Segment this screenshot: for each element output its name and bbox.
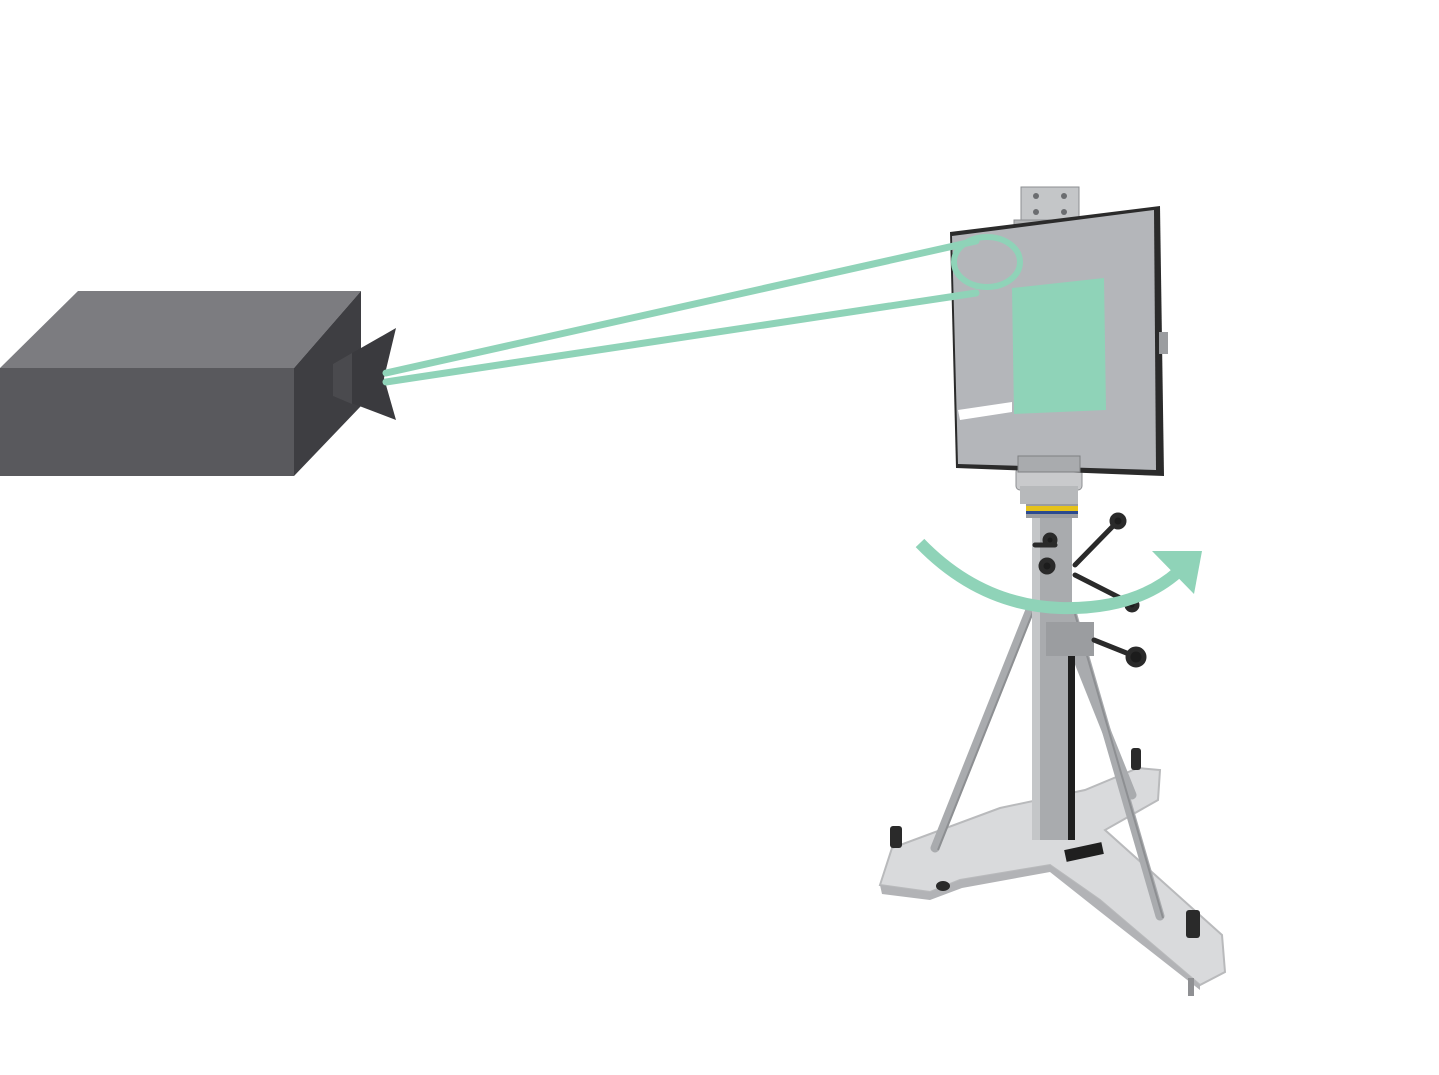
rotation-arc	[915, 538, 1182, 615]
stand-nameplate	[1064, 842, 1104, 862]
rotation-arrow-icon	[915, 538, 1202, 615]
sensor-box-front	[0, 368, 294, 476]
board-bottom-mount	[1017, 455, 1081, 473]
sensor-box-side	[294, 291, 361, 476]
beam-upper	[382, 237, 980, 377]
stand-clamp	[1046, 622, 1094, 656]
leveling-feet	[890, 748, 1200, 996]
beam-spot-ring	[951, 234, 1023, 290]
sensor-lens-face	[333, 353, 352, 404]
rotation-arrowhead	[1152, 551, 1202, 594]
sensor-box-top	[0, 291, 361, 368]
beam-lines	[382, 237, 980, 386]
board-side-clamp	[1159, 332, 1168, 354]
target-highlight-region	[1012, 278, 1106, 414]
beam-lower	[382, 289, 980, 386]
sensor-box	[0, 291, 396, 476]
stand-column-scale	[1068, 650, 1075, 840]
board-cutout-stripe	[958, 402, 1012, 420]
